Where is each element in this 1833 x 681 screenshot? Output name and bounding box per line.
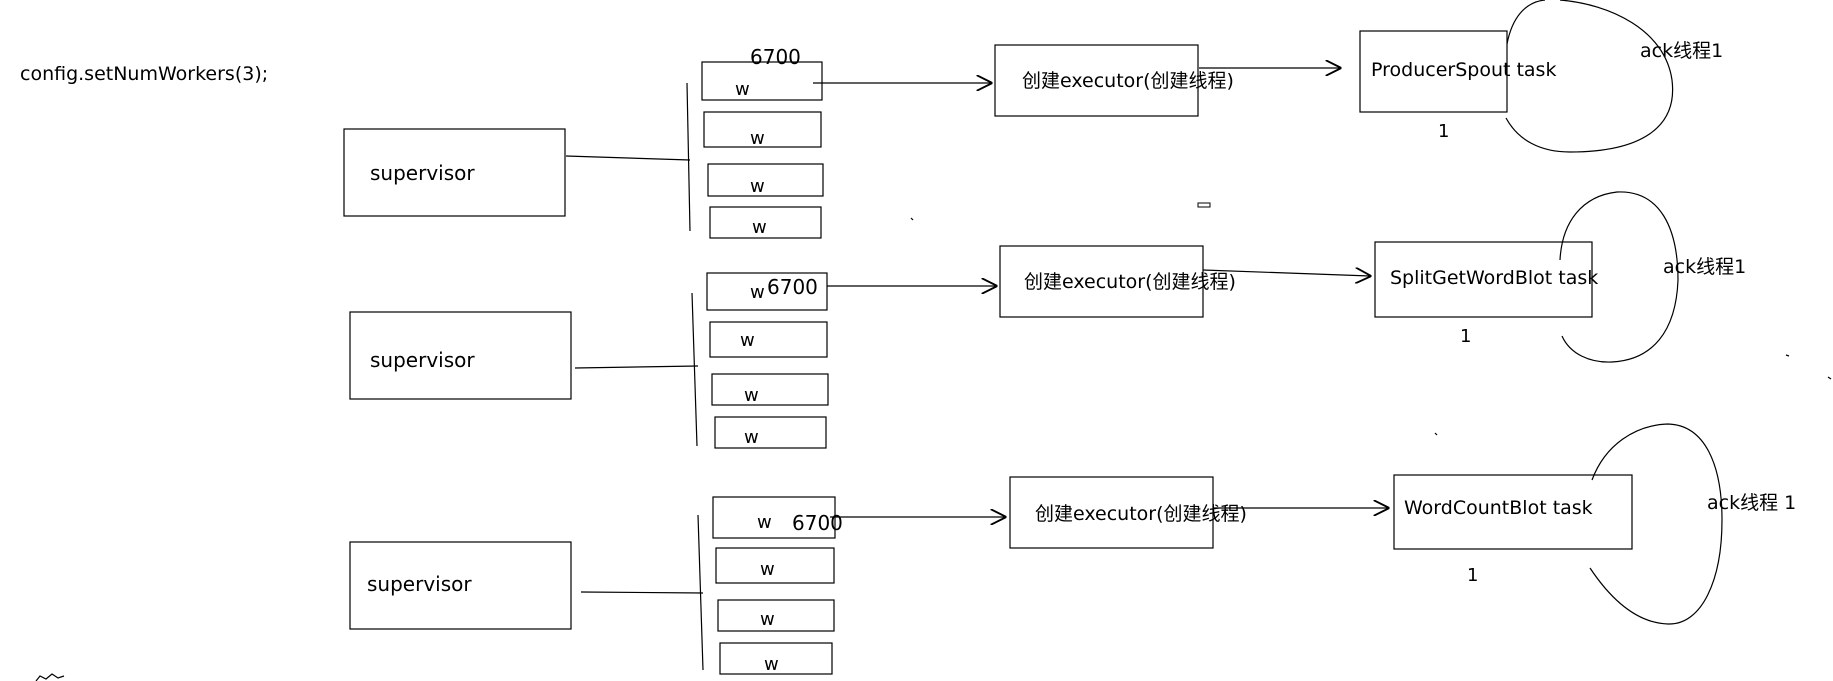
task-label-3: WordCountBlot task [1404,497,1593,519]
task-count-2: 1 [1460,326,1471,347]
supervisor-label-3: supervisor [367,572,472,596]
task-box-1 [1359,30,1508,113]
worker-bracket-2 [691,292,698,447]
worker-slot-2-1 [706,272,828,311]
worker-slot-3-2 [715,547,835,584]
worker-slot-3-4 [719,642,833,675]
executor-box-3 [1009,476,1214,549]
executor-box-2 [999,245,1204,318]
worker-label-1-3: w [750,176,765,197]
row-2: supervisor w 6700 w w w 创建executor(创建线程)… [349,191,1746,449]
port-label-1: 6700 [750,45,801,69]
ack-loop-3 [1589,423,1723,625]
ack-label-3: ack线程 1 [1707,492,1796,514]
worker-slot-1-4 [709,206,822,239]
supervisor-box-3 [349,541,572,630]
task-box-3 [1393,474,1633,550]
ack-label-1: ack线程1 [1640,40,1723,62]
worker-label-3-3: w [760,609,775,630]
worker-label-2-2: w [740,330,755,351]
row-3: supervisor w 6700 w w w 创建executor(创建线程)… [349,423,1796,675]
worker-label-3-2: w [760,559,775,580]
supervisor-box-1 [343,128,566,217]
supervisor-label-1: supervisor [370,161,475,185]
worker-label-3-4: w [764,654,779,675]
worker-label-2-4: w [744,427,759,448]
worker-bracket-3 [697,514,704,671]
worker-slot-3-1 [712,496,836,539]
worker-slot-1-3 [707,163,824,197]
worker-bracket-1 [686,82,691,232]
supervisor-connector-1 [565,155,691,161]
supervisor-connector-3 [580,591,704,594]
ack-loop-2 [1559,191,1679,363]
supervisor-connector-2 [574,365,699,369]
task-count-1: 1 [1438,121,1449,142]
task-box-2 [1374,241,1593,318]
worker-slot-2-2 [709,321,828,358]
worker-slot-1-2 [703,111,822,148]
executor-label-1: 创建executor(创建线程) [1022,70,1234,92]
task-count-3: 1 [1467,565,1478,586]
stray-marks [35,202,1832,681]
worker-label-3-1: w [757,512,772,533]
row-1: supervisor w w w w 6700 创建executor(创建线程)… [343,0,1723,239]
worker-label-2-1: w [750,282,765,303]
task-label-1: ProducerSpout task [1371,59,1556,81]
ack-label-2: ack线程1 [1663,256,1746,278]
port-label-3: 6700 [792,511,843,535]
worker-slot-3-3 [717,599,835,632]
worker-slot-2-4 [714,416,827,449]
worker-slot-1-1 [701,61,823,101]
config-code: config.setNumWorkers(3); [20,63,268,85]
supervisor-box-2 [349,311,572,400]
worker-label-1-1: w [735,79,750,100]
worker-label-2-3: w [744,385,759,406]
worker-label-1-2: w [750,128,765,149]
worker-slot-2-3 [711,373,829,406]
task-label-2: SplitGetWordBlot task [1390,267,1598,289]
supervisor-label-2: supervisor [370,348,475,372]
executor-label-2: 创建executor(创建线程) [1024,271,1236,293]
worker-label-1-4: w [752,217,767,238]
executor-arrow-2 [1202,270,1370,276]
port-label-2: 6700 [767,275,818,299]
executor-label-3: 创建executor(创建线程) [1035,503,1247,525]
ack-loop-1 [1505,0,1674,153]
executor-box-1 [994,44,1199,117]
